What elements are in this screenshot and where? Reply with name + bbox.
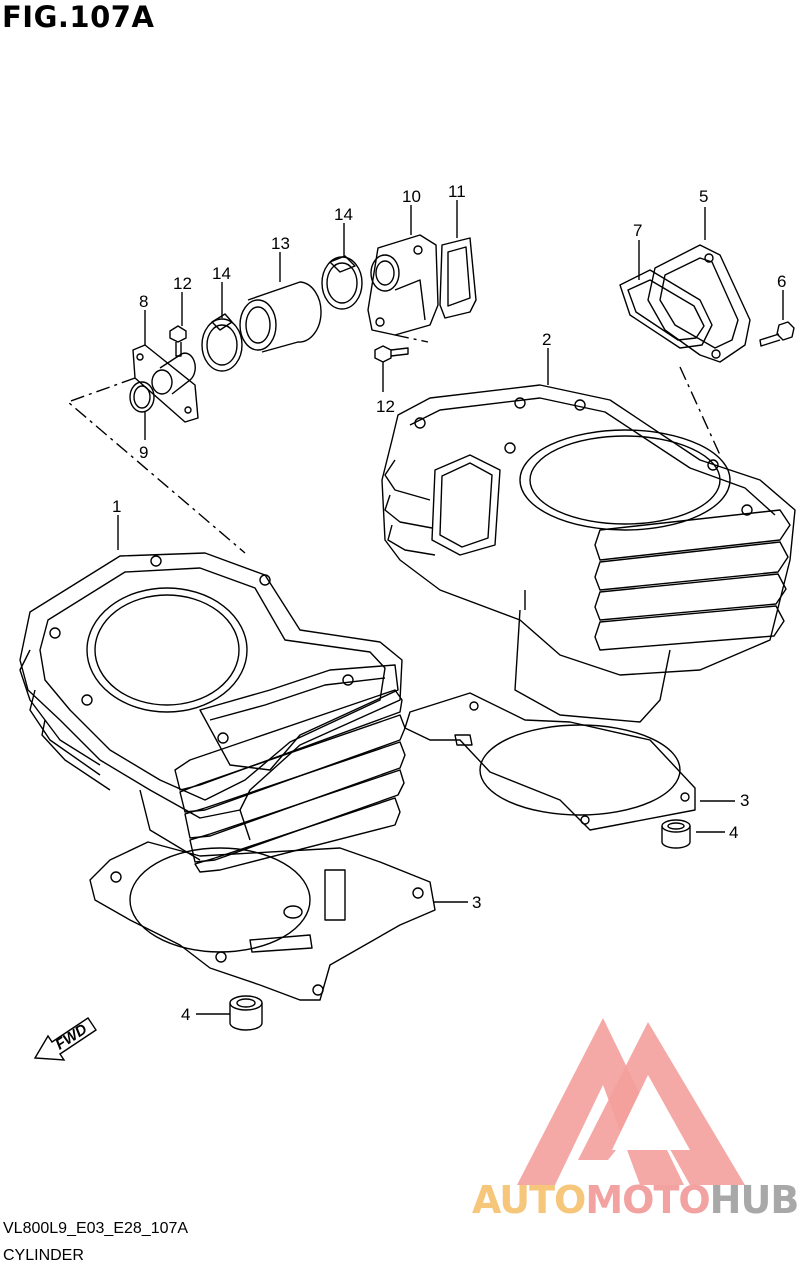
bolt-lower-middle [374, 345, 409, 363]
leader-lines [117, 200, 784, 1015]
brand-part-auto: AUTO [472, 1178, 586, 1222]
watermark-logo [517, 1018, 745, 1185]
cover-gasket [619, 269, 713, 349]
hose-clamp-left [201, 313, 243, 372]
o-ring [129, 381, 155, 413]
callout-4-upper: 4 [729, 823, 738, 842]
callout-10: 10 [402, 187, 421, 206]
dowel-pin-lower [229, 995, 263, 1031]
water-hose [239, 281, 322, 353]
callout-3-lower: 3 [472, 893, 481, 912]
rear-cylinder [381, 384, 796, 723]
cover-plate [647, 244, 751, 363]
bolt-right [759, 321, 795, 347]
callout-14-left: 14 [212, 264, 231, 283]
callout-8: 8 [139, 292, 148, 311]
callout-1: 1 [112, 497, 121, 516]
callout-12-upper: 12 [173, 274, 192, 293]
bolt-upper-left [169, 325, 187, 357]
front-base-gasket [89, 841, 436, 1001]
callout-12-lower: 12 [376, 397, 395, 416]
forward-direction-arrow: FWD [33, 1017, 97, 1061]
figure-title: FIG.107A [2, 0, 155, 34]
callout-9: 9 [139, 443, 148, 462]
water-fitting [132, 344, 199, 423]
figure-name: CYLINDER [3, 1247, 84, 1264]
water-outlet-housing [367, 234, 439, 336]
callout-11: 11 [448, 182, 466, 201]
callout-4-lower: 4 [181, 1005, 190, 1024]
outlet-gasket [439, 237, 477, 319]
watermark-brand: AUTOMOTOHUB [472, 1178, 800, 1222]
brand-part-moto: MOTO [585, 1178, 710, 1222]
callout-7: 7 [633, 221, 642, 240]
callout-5: 5 [699, 187, 708, 206]
callout-6: 6 [777, 272, 786, 291]
hose-clamp-right [321, 255, 363, 310]
brand-part-hub: HUB [709, 1178, 800, 1222]
figure-code: VL800L9_E03_E28_107A [3, 1220, 189, 1237]
front-cylinder [19, 552, 406, 873]
callout-13: 13 [271, 234, 290, 253]
rear-base-gasket [404, 692, 696, 831]
callout-14-right: 14 [334, 205, 353, 224]
dowel-pin-upper [661, 819, 691, 849]
callout-3-upper: 3 [740, 791, 749, 810]
callout-labels: 1 2 3 3 4 4 5 6 7 8 9 10 11 12 12 13 14 … [112, 182, 786, 1024]
callout-2: 2 [542, 330, 551, 349]
assembly-lines [67, 334, 721, 554]
